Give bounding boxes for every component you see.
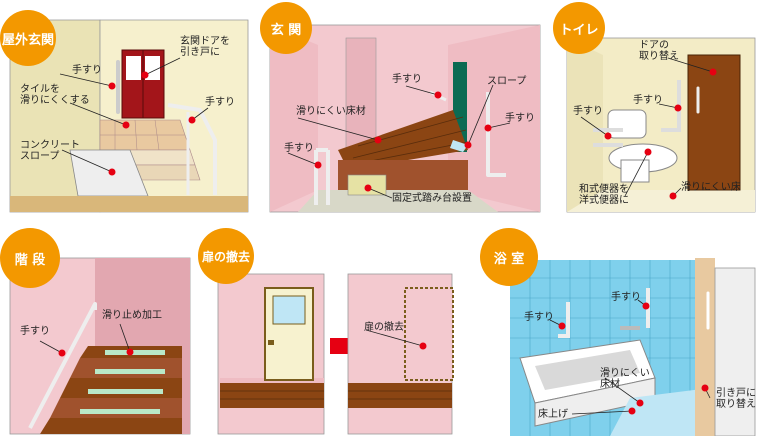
- label-fixed-step: 固定式踏み台設置: [392, 193, 472, 204]
- panel-door-removal: 扉の撤去 扉の撤去: [198, 228, 456, 436]
- outdoor-entrance-illustration: [9, 19, 249, 213]
- panel-title-badge: 扉の撤去: [198, 228, 254, 284]
- label-sliding-door-replace: 引き戸に 取り替え: [716, 388, 756, 410]
- label-handrail: 手すり: [284, 143, 314, 154]
- panel-title-badge: 屋外玄関: [0, 10, 56, 66]
- panel-bathroom: 浴 室 手すり 手すり 滑りにくい 床材 床上げ 引き戸に 取り替え: [480, 228, 757, 436]
- label-door-removal: 扉の撤去: [364, 322, 404, 333]
- label-non-slip-floor: 滑りにくい床材: [296, 106, 366, 117]
- label-handrail: 手すり: [72, 65, 102, 76]
- bathroom-illustration: [510, 258, 756, 436]
- label-handrail: 手すり: [205, 97, 235, 108]
- entrance-illustration: [269, 24, 541, 213]
- panel-toilet: トイレ ドアの 取り替え 手すり 手すり 和式便器を 洋式便器に 滑りにくい床: [553, 0, 757, 215]
- label-floor-raise: 床上げ: [538, 409, 568, 420]
- panel-stairs: 階 段 滑り止め加工 手すり: [0, 228, 192, 436]
- toilet-illustration: [566, 37, 756, 213]
- label-door-replace: ドアの 取り替え: [639, 40, 679, 62]
- label-handrail: 手すり: [611, 292, 641, 303]
- panel-title-badge: トイレ: [553, 2, 605, 54]
- panel-title-badge: 階 段: [0, 228, 60, 288]
- label-handrail: 手すり: [392, 74, 422, 85]
- label-non-slip-floor: 滑りにくい床: [681, 182, 741, 193]
- panel-title-badge: 浴 室: [480, 228, 538, 286]
- label-anti-slip: 滑り止め加工: [102, 310, 162, 321]
- label-non-slip-flooring: 滑りにくい 床材: [600, 368, 650, 390]
- label-handrail: 手すり: [20, 326, 50, 337]
- label-sliding-door: 玄関ドアを 引き戸に: [180, 36, 230, 58]
- door-removal-illustration: [217, 273, 454, 435]
- stairs-illustration: [9, 257, 191, 435]
- label-handrail: 手すり: [505, 113, 535, 124]
- panel-title-badge: 玄 関: [260, 2, 312, 54]
- panel-entrance: 玄 関 手すり スロープ 滑りにくい床材 手すり 手すり 固定式踏み台設置: [258, 0, 543, 215]
- label-handrail: 手すり: [524, 312, 554, 323]
- panel-outdoor-entrance: 屋外玄関 手すり タイルを 滑りにくくする 玄関ドアを 引き戸に 手すり コンク…: [0, 0, 250, 215]
- label-western-toilet: 和式便器を 洋式便器に: [579, 184, 629, 206]
- label-concrete-slope: コンクリート スロープ: [20, 140, 80, 162]
- label-slope: スロープ: [487, 76, 527, 87]
- label-handrail: 手すり: [573, 106, 603, 117]
- label-slip-tiles: タイルを 滑りにくくする: [20, 84, 90, 106]
- label-handrail: 手すり: [633, 95, 663, 106]
